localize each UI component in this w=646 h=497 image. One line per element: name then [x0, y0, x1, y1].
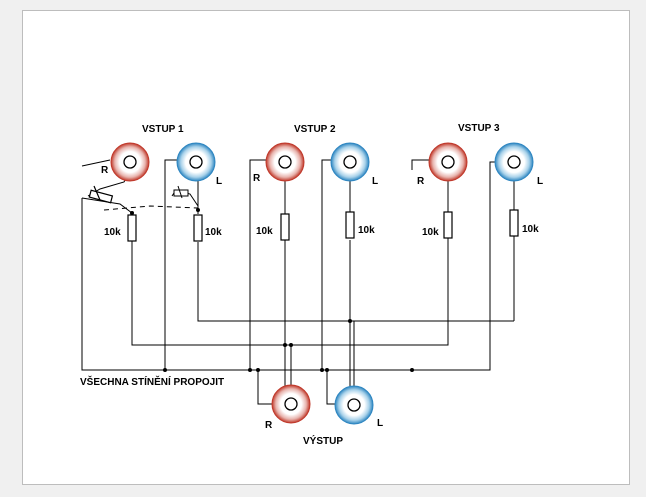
junction-dot	[348, 319, 352, 323]
jack-in2-l	[330, 142, 370, 182]
jack-out-r	[271, 384, 311, 424]
resistor-in3-l	[509, 209, 519, 237]
input-3-l-resistor-value: 10k	[522, 224, 539, 235]
resistor-in2-l	[345, 211, 355, 239]
pot-gang-link	[103, 205, 199, 211]
input-1-l-resistor-value: 10k	[205, 227, 222, 238]
junction-dot	[256, 368, 260, 372]
jack-in1-r	[110, 142, 150, 182]
input-1-r-resistor-value: 10k	[104, 227, 121, 238]
wire-shield-in2l	[321, 159, 332, 370]
input-2-l-resistor-value: 10k	[358, 225, 375, 236]
input-2-title: VSTUP 2	[294, 124, 336, 135]
input-3-r-resistor-value: 10k	[422, 227, 439, 238]
potentiometer-2	[173, 185, 189, 199]
output-r-label: R	[265, 420, 273, 431]
input-2-r-resistor-value: 10k	[256, 226, 273, 237]
junction-dot	[130, 211, 134, 215]
resistor-in1-r	[127, 214, 137, 242]
resistor-in3-r	[443, 211, 453, 239]
wire-shield-in2r	[249, 159, 268, 370]
junction-dot	[196, 208, 200, 212]
wire-shield-out-r	[257, 370, 276, 405]
shield-note: VŠECHNA STÍNĚNÍ PROPOJIT	[80, 375, 224, 388]
junction-dot	[248, 368, 252, 372]
resistor-in1-l	[193, 214, 203, 242]
drawing-sheet	[22, 10, 630, 485]
jack-in2-r	[265, 142, 305, 182]
jack-in3-l	[494, 142, 534, 182]
wire-shield-in1l	[164, 159, 180, 370]
wires	[81, 159, 515, 405]
wire-in1-pot	[81, 197, 133, 214]
jack-in1-l	[176, 142, 216, 182]
wire-out-l	[350, 320, 355, 392]
connectors	[110, 142, 534, 425]
junction-dot	[410, 368, 414, 372]
wire-bus-l-main	[197, 242, 514, 322]
input-2-r-label: R	[253, 173, 261, 184]
resistor-in2-r	[280, 213, 290, 241]
input-3-title: VSTUP 3	[458, 123, 500, 134]
wire-shield-in3r	[411, 159, 432, 170]
jack-out-l	[334, 385, 374, 425]
junction-dot	[320, 368, 324, 372]
input-2-l-label: L	[372, 176, 378, 187]
input-3-l-label: L	[537, 176, 543, 187]
wire-shield-out-l	[326, 370, 336, 405]
junction-dot	[325, 368, 329, 372]
labels: VSTUP 1 VSTUP 2 VSTUP 3 R L R L R L 10k …	[80, 123, 543, 447]
input-3-r-label: R	[417, 176, 425, 187]
junction-dot	[163, 368, 167, 372]
junctions	[130, 208, 414, 372]
input-1-title: VSTUP 1	[142, 124, 184, 135]
jack-in3-r	[428, 142, 468, 182]
junction-dot	[283, 343, 287, 347]
output-title: VÝSTUP	[303, 434, 343, 447]
wire-shield-in1r	[81, 159, 111, 167]
output-l-label: L	[377, 418, 383, 429]
wire-shield-bus	[81, 161, 502, 371]
wire-in3-r-low	[287, 238, 449, 346]
input-1-r-label: R	[101, 165, 109, 176]
resistors	[127, 209, 519, 242]
input-1-l-label: L	[216, 176, 222, 187]
potentiometer-1	[88, 185, 114, 204]
junction-dot	[289, 343, 293, 347]
